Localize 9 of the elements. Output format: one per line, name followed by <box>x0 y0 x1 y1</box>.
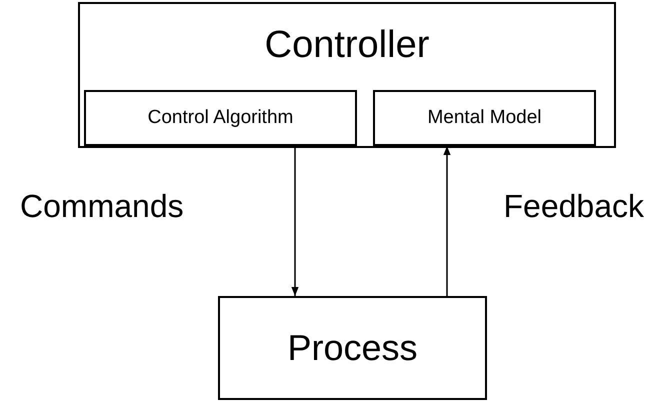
component-box: Control Algorithm <box>84 90 357 146</box>
arrow <box>443 146 451 296</box>
process-box: Process <box>218 296 487 400</box>
controller-box <box>78 2 616 148</box>
edge-label: Commands <box>20 190 184 222</box>
arrow <box>291 146 299 296</box>
component-box: Mental Model <box>373 90 596 146</box>
box-title: Controller <box>264 26 430 64</box>
edge-label: Feedback <box>503 190 644 222</box>
